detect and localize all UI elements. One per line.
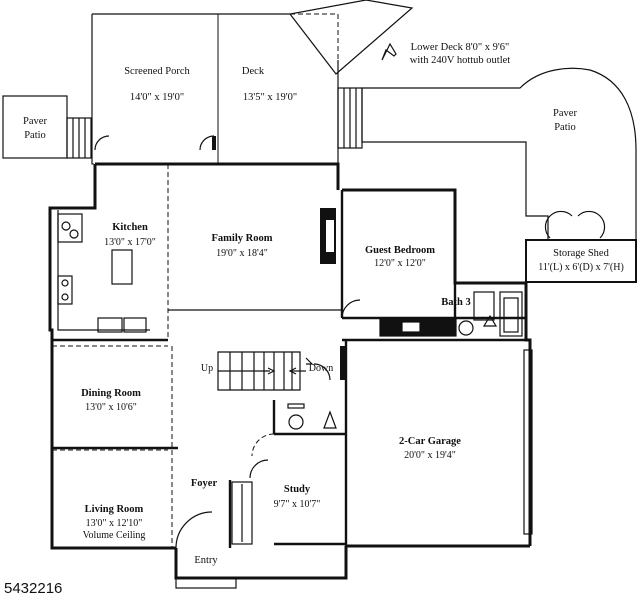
label-paver-patio-left-1: Paver xyxy=(23,116,47,127)
label-paver-patio-left-2: Patio xyxy=(24,130,46,141)
closet-door-swing xyxy=(249,459,269,479)
label-screened-porch: Screened Porch xyxy=(124,66,190,77)
bedroom-door-swing xyxy=(341,299,361,319)
entry-step xyxy=(175,577,237,589)
porch-door-swing xyxy=(94,135,110,151)
staircase xyxy=(217,351,314,391)
label-storage-shed-size: 11'(L) x 6'(D) x 7'(H) xyxy=(538,262,624,273)
storage-shed-outline xyxy=(525,239,637,283)
label-living-room-note: Volume Ceiling xyxy=(83,530,146,541)
basement-door-swing xyxy=(313,363,331,381)
label-entry: Entry xyxy=(194,555,218,566)
label-lower-deck-1: Lower Deck 8'0" x 9'6" xyxy=(411,42,510,53)
bath3-fixtures xyxy=(379,291,523,337)
label-screened-porch-size: 14'0" x 19'0" xyxy=(130,92,184,103)
exterior-walls xyxy=(48,162,532,580)
label-stairs-down: Down xyxy=(309,363,333,374)
lower-deck-arrow xyxy=(381,42,397,61)
screened-porch-outline xyxy=(91,13,219,165)
label-foyer: Foyer xyxy=(191,478,218,489)
label-bath3: Bath 3 xyxy=(441,297,470,308)
deck-outline xyxy=(217,13,339,165)
label-study-size: 9'7" x 10'7" xyxy=(274,499,321,510)
label-deck: Deck xyxy=(242,66,265,77)
shed-door-right xyxy=(577,210,606,239)
label-stairs-up: Up xyxy=(201,363,213,374)
left-steps xyxy=(66,117,92,159)
label-paver-patio-right-2: Patio xyxy=(554,122,576,133)
label-family-room-size: 19'0" x 18'4" xyxy=(216,248,268,259)
label-garage-size: 20'0" x 19'4" xyxy=(404,450,456,461)
label-guest-bedroom: Guest Bedroom xyxy=(365,245,435,256)
shed-door-left xyxy=(544,210,573,239)
label-kitchen: Kitchen xyxy=(112,222,148,233)
deck-door-swing xyxy=(199,135,215,151)
entry-door-swing xyxy=(175,511,213,549)
label-dining-room-size: 13'0" x 10'6" xyxy=(85,402,137,413)
garage-door xyxy=(523,349,533,535)
label-study: Study xyxy=(284,484,311,495)
label-kitchen-size: 13'0" x 17'0" xyxy=(104,237,156,248)
label-deck-size: 13'5" x 19'0" xyxy=(243,92,297,103)
label-dining-room: Dining Room xyxy=(81,388,141,399)
label-living-room-size: 13'0" x 12'10" xyxy=(86,518,143,529)
label-guest-bedroom-size: 12'0" x 12'0" xyxy=(374,258,426,269)
label-lower-deck-2: with 240V hottub outlet xyxy=(410,55,511,66)
paver-patio-left-outline xyxy=(2,95,68,159)
listing-id: 5432216 xyxy=(4,580,63,597)
lower-deck-outline xyxy=(288,0,414,75)
powder-door-swing xyxy=(251,433,275,457)
label-garage: 2-Car Garage xyxy=(399,436,461,447)
kitchen-fixtures xyxy=(57,210,150,333)
right-steps xyxy=(337,87,363,149)
powder-room-fixtures xyxy=(287,403,337,430)
foyer-closet xyxy=(231,481,253,545)
label-storage-shed: Storage Shed xyxy=(553,248,609,259)
label-living-room: Living Room xyxy=(85,504,144,515)
label-paver-patio-right-1: Paver xyxy=(553,108,577,119)
label-family-room: Family Room xyxy=(212,233,273,244)
paver-patio-right-outline xyxy=(361,67,637,241)
